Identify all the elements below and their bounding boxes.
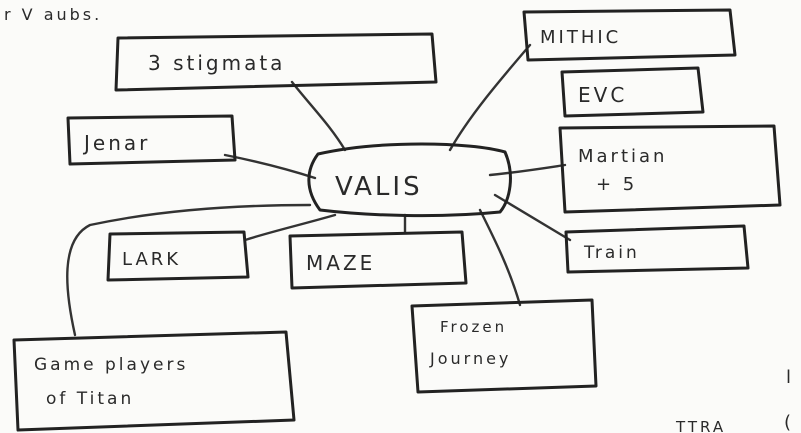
node-lark-label: LARK xyxy=(122,249,181,270)
link-frozen xyxy=(478,208,522,307)
link-game xyxy=(66,203,312,337)
node-stigmata: 3 stigmata xyxy=(114,32,438,92)
node-center-border xyxy=(307,142,512,218)
node-lark: LARK xyxy=(106,230,250,282)
node-stigmata-label: 3 stigmata xyxy=(148,51,285,75)
node-mithic-border xyxy=(522,8,737,62)
link-jenar xyxy=(223,153,317,180)
edge-mark-1: l xyxy=(786,367,794,388)
footer-fragment: TTRA xyxy=(675,418,726,433)
node-game-border xyxy=(12,330,296,432)
node-frozen-line2: Journey xyxy=(429,349,511,368)
link-lark xyxy=(243,213,337,242)
node-lark-border xyxy=(106,230,250,282)
node-frozen-line1: Frozen xyxy=(440,318,507,336)
link-mithic xyxy=(448,43,532,152)
link-martian xyxy=(488,163,567,177)
node-game-line1: Game players xyxy=(34,355,188,375)
node-jenar: Jenar xyxy=(66,114,237,166)
node-jenar-border xyxy=(66,114,237,166)
node-stigmata-border xyxy=(114,32,438,92)
link-train xyxy=(493,193,572,242)
node-train-label: Train xyxy=(583,243,640,263)
edge-mark-2: ( xyxy=(784,412,794,433)
node-train: Train xyxy=(564,224,750,274)
node-mithic: MITHIC xyxy=(522,8,737,62)
center-label: VALIS xyxy=(335,172,423,202)
node-martian-border xyxy=(558,124,782,214)
node-jenar-label: Jenar xyxy=(82,131,150,155)
node-maze: MAZE xyxy=(288,230,468,290)
node-martian: Martian + 5 xyxy=(558,124,782,214)
node-frozen-border xyxy=(410,298,598,394)
node-game-players: Game players of Titan xyxy=(12,330,296,432)
node-evc-label: EVC xyxy=(578,83,627,107)
node-game-line2: of Titan xyxy=(46,389,134,409)
link-stigmata xyxy=(290,80,347,152)
node-maze-border xyxy=(288,230,468,290)
node-maze-label: MAZE xyxy=(306,251,375,275)
node-martian-line2: + 5 xyxy=(596,174,637,195)
node-center-valis: VALIS xyxy=(307,142,512,218)
node-martian-line1: Martian xyxy=(578,146,667,167)
node-mithic-label: MITHIC xyxy=(540,27,621,48)
node-frozen: Frozen Journey xyxy=(410,298,598,394)
node-evc: EVC xyxy=(560,66,705,118)
header-fragment: r V aubs. xyxy=(4,5,102,24)
node-train-border xyxy=(564,224,750,274)
node-evc-border xyxy=(560,66,705,118)
